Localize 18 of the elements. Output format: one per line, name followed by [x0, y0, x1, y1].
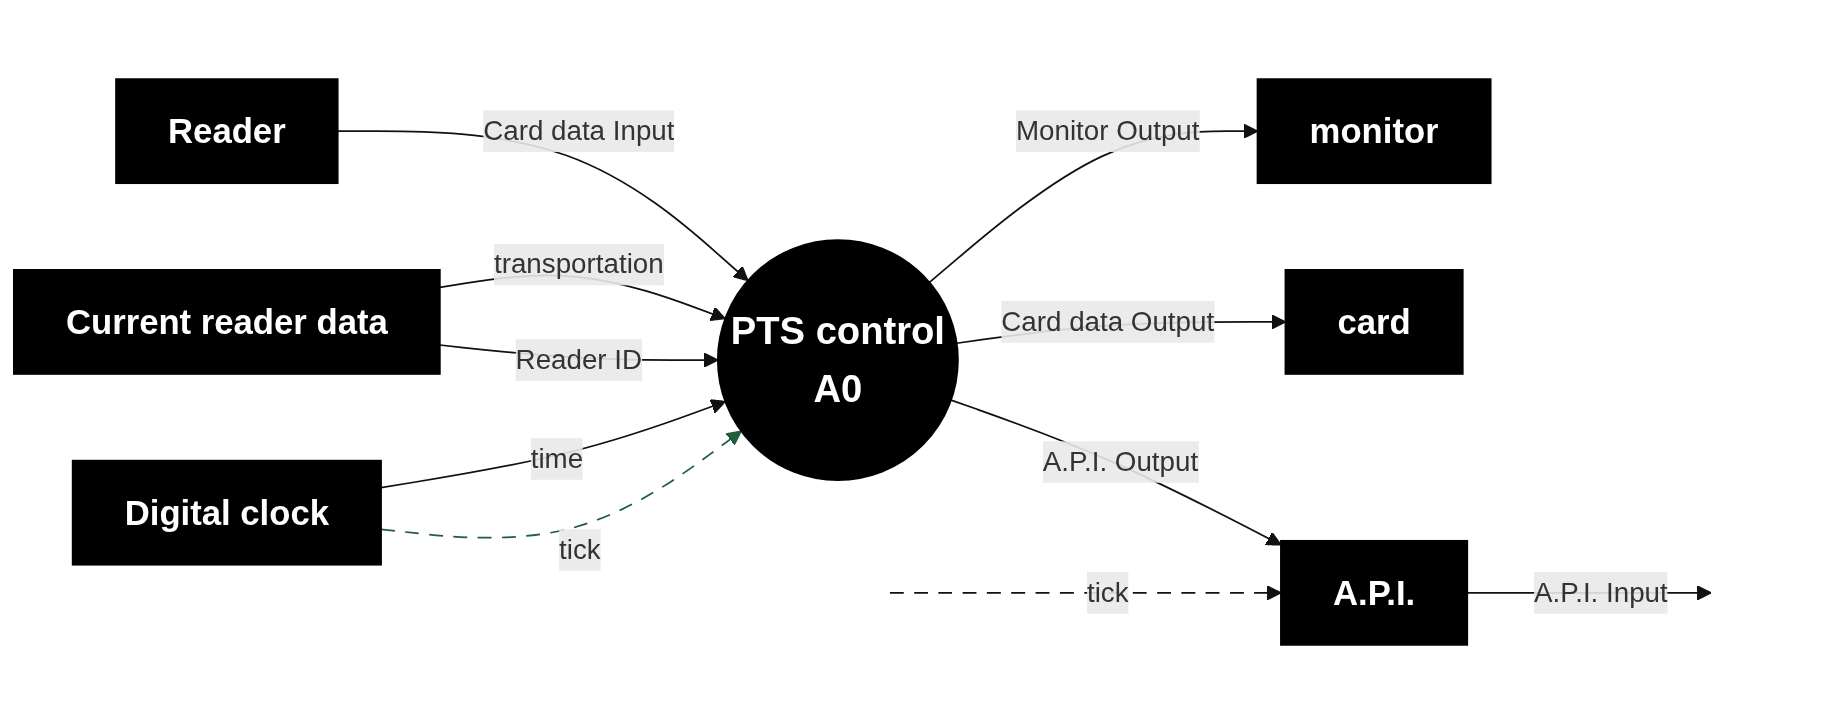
node-box: A.P.I.	[1280, 539, 1469, 646]
node-box: Current reader data	[13, 269, 441, 375]
edge-label: tick	[1086, 577, 1129, 607]
edge-label: Card data Output	[1001, 306, 1215, 336]
edge-label: A.P.I. Output	[1042, 446, 1199, 476]
edge-label: Reader ID	[515, 344, 643, 374]
node-box: card	[1284, 269, 1464, 375]
edge-label: Monitor Output	[1015, 115, 1200, 146]
edge-label: time	[530, 443, 584, 473]
arrow	[950, 399, 1282, 546]
node-circle: PTS control A0	[716, 239, 959, 481]
edge-label: tick	[559, 534, 601, 564]
edge-label: transportation	[493, 249, 664, 279]
edge-label: A.P.I. Input	[1534, 577, 1668, 607]
edge-label: Card data Input	[483, 115, 675, 146]
node-box: Digital clock	[71, 459, 382, 566]
node-box: Reader	[115, 78, 339, 185]
node-box: monitor	[1256, 78, 1492, 185]
